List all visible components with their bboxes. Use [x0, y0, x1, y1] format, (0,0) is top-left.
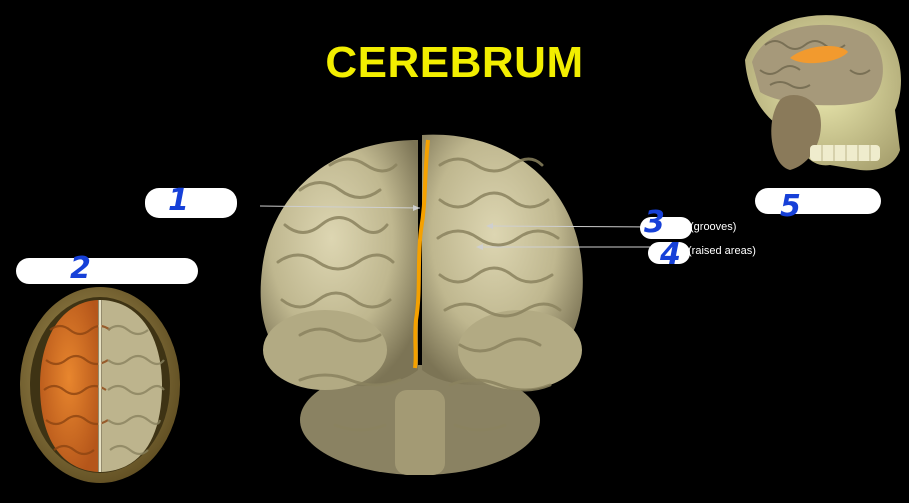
page-title: CEREBRUM [325, 38, 584, 87]
leader-lines [259, 205, 651, 250]
corpus-callosum-highlight [790, 46, 848, 64]
answer-blank-2[interactable] [16, 258, 198, 284]
label-number-1: 1 [168, 183, 189, 218]
skull-sagittal-view [745, 15, 901, 171]
answer-blank-1[interactable] [145, 188, 237, 218]
brain-front-view [260, 134, 583, 475]
longitudinal-fissure-highlight [413, 139, 430, 369]
label-number-5: 5 [780, 189, 801, 224]
label-number-2: 2 [70, 251, 91, 286]
leader-line-3 [487, 225, 651, 228]
label-note-3: (grooves) [690, 221, 737, 233]
label-note-4: (raised areas) [688, 245, 756, 257]
answer-blank-5[interactable] [755, 188, 881, 214]
skull-top-view [20, 287, 180, 483]
label-number-4: 4 [660, 237, 681, 272]
label-number-3: 3 [644, 205, 665, 240]
leader-line-1 [259, 205, 421, 209]
answer-blank-3[interactable] [640, 217, 692, 239]
answer-blank-4[interactable] [648, 242, 690, 264]
